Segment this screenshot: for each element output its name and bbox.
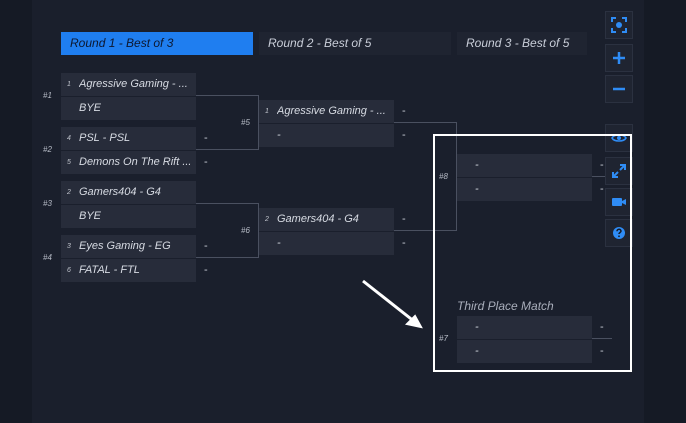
match-number: #1 <box>43 91 52 100</box>
match-slot[interactable]: -- <box>457 339 604 363</box>
third-place-title: Third Place Match <box>457 299 554 313</box>
score: - <box>600 159 604 171</box>
match-slot[interactable]: BYE <box>61 96 196 120</box>
connector-line <box>196 257 258 258</box>
round-3-header[interactable]: Round 3 - Best of 5 <box>457 32 587 55</box>
match-slot[interactable]: 6 FATAL - FTL - <box>61 258 208 282</box>
seed-number: 5 <box>67 159 71 166</box>
team-name: - <box>475 159 479 171</box>
toggle-view-button[interactable] <box>605 124 633 152</box>
team-name: - <box>277 237 281 249</box>
team-name: Agressive Gaming - ... <box>79 78 188 90</box>
team-name: BYE <box>79 210 102 222</box>
match-number: #3 <box>43 199 52 208</box>
score: - <box>204 156 208 168</box>
help-icon <box>613 227 625 239</box>
score: - <box>402 237 406 249</box>
connector-line <box>196 149 258 150</box>
score: - <box>204 264 208 276</box>
zoom-in-button[interactable] <box>605 44 633 72</box>
connector-line <box>258 203 259 258</box>
match-slot[interactable]: 3 Eyes Gaming - EG - <box>61 235 208 258</box>
seed-number: 6 <box>67 267 71 274</box>
team-name: - <box>475 345 479 357</box>
seed-number: 2 <box>265 216 269 223</box>
expand-icon <box>612 164 626 178</box>
annotation-arrow-icon <box>362 279 423 329</box>
match-4[interactable]: 3 Eyes Gaming - EG - 6 FATAL - FTL - <box>61 235 208 282</box>
connector-line <box>394 122 456 123</box>
score: - <box>402 213 406 225</box>
score: - <box>600 321 604 333</box>
match-3[interactable]: 2 Gamers404 - G4 BYE <box>61 181 196 228</box>
help-button[interactable] <box>605 219 633 247</box>
team-name: FATAL - FTL <box>79 264 140 276</box>
match-number: #5 <box>241 118 250 127</box>
zoom-out-button[interactable] <box>605 75 633 103</box>
match-slot[interactable]: 2 Gamers404 - G4 <box>61 181 196 204</box>
match-slot[interactable]: -- <box>457 316 604 339</box>
team-name: Gamers404 - G4 <box>277 213 359 225</box>
score: - <box>600 345 604 357</box>
match-2[interactable]: 4 PSL - PSL - 5 Demons On The Rift ... - <box>61 127 208 174</box>
team-name: Agressive Gaming - ... <box>277 105 386 117</box>
score: - <box>402 129 406 141</box>
match-slot[interactable]: BYE <box>61 204 196 228</box>
focus-button[interactable] <box>605 11 633 39</box>
minus-icon <box>613 87 625 91</box>
match-1[interactable]: 1 Agressive Gaming - ... BYE <box>61 73 196 120</box>
connector-line <box>196 95 258 96</box>
team-name: PSL - PSL <box>79 132 131 144</box>
team-name: Gamers404 - G4 <box>79 186 161 198</box>
match-8[interactable]: -- -- <box>457 154 604 201</box>
score: - <box>600 183 604 195</box>
match-slot[interactable]: -- <box>457 154 604 177</box>
highlight-box <box>433 134 632 372</box>
match-slot[interactable]: 1 Agressive Gaming - ... - <box>259 100 406 123</box>
match-number: #4 <box>43 253 52 262</box>
seed-number: 3 <box>67 243 71 250</box>
match-slot[interactable]: 1 Agressive Gaming - ... <box>61 73 196 96</box>
match-number: #2 <box>43 145 52 154</box>
connector-line <box>196 203 258 204</box>
match-number: #7 <box>439 334 448 343</box>
team-name: - <box>277 129 281 141</box>
score: - <box>204 132 208 144</box>
match-number: #6 <box>241 226 250 235</box>
match-slot[interactable]: 2 Gamers404 - G4 - <box>259 208 406 231</box>
team-name: - <box>475 183 479 195</box>
match-slot[interactable]: 4 PSL - PSL - <box>61 127 208 150</box>
match-slot[interactable]: 5 Demons On The Rift ... - <box>61 150 208 174</box>
match-7[interactable]: -- -- <box>457 316 604 363</box>
plus-icon <box>613 52 625 64</box>
team-name: BYE <box>79 102 102 114</box>
fullscreen-button[interactable] <box>605 157 633 185</box>
score: - <box>402 105 406 117</box>
match-number: #8 <box>439 172 448 181</box>
round-1-header[interactable]: Round 1 - Best of 3 <box>61 32 253 55</box>
match-slot[interactable]: -- <box>259 123 406 147</box>
match-slot[interactable]: -- <box>457 177 604 201</box>
video-camera-icon <box>612 198 626 206</box>
stream-button[interactable] <box>605 188 633 216</box>
connector-line <box>258 95 259 150</box>
connector-line <box>394 230 456 231</box>
seed-number: 4 <box>67 135 71 142</box>
match-slot[interactable]: -- <box>259 231 406 255</box>
team-name: Eyes Gaming - EG <box>79 240 171 252</box>
team-name: - <box>475 321 479 333</box>
seed-number: 1 <box>67 81 71 88</box>
connector-line <box>456 122 457 231</box>
team-name: Demons On The Rift ... <box>79 156 191 168</box>
score: - <box>204 240 208 252</box>
focus-icon <box>611 17 627 33</box>
seed-number: 2 <box>67 189 71 196</box>
seed-number: 1 <box>265 108 269 115</box>
round-2-header[interactable]: Round 2 - Best of 5 <box>259 32 451 55</box>
connector-line <box>592 338 612 339</box>
